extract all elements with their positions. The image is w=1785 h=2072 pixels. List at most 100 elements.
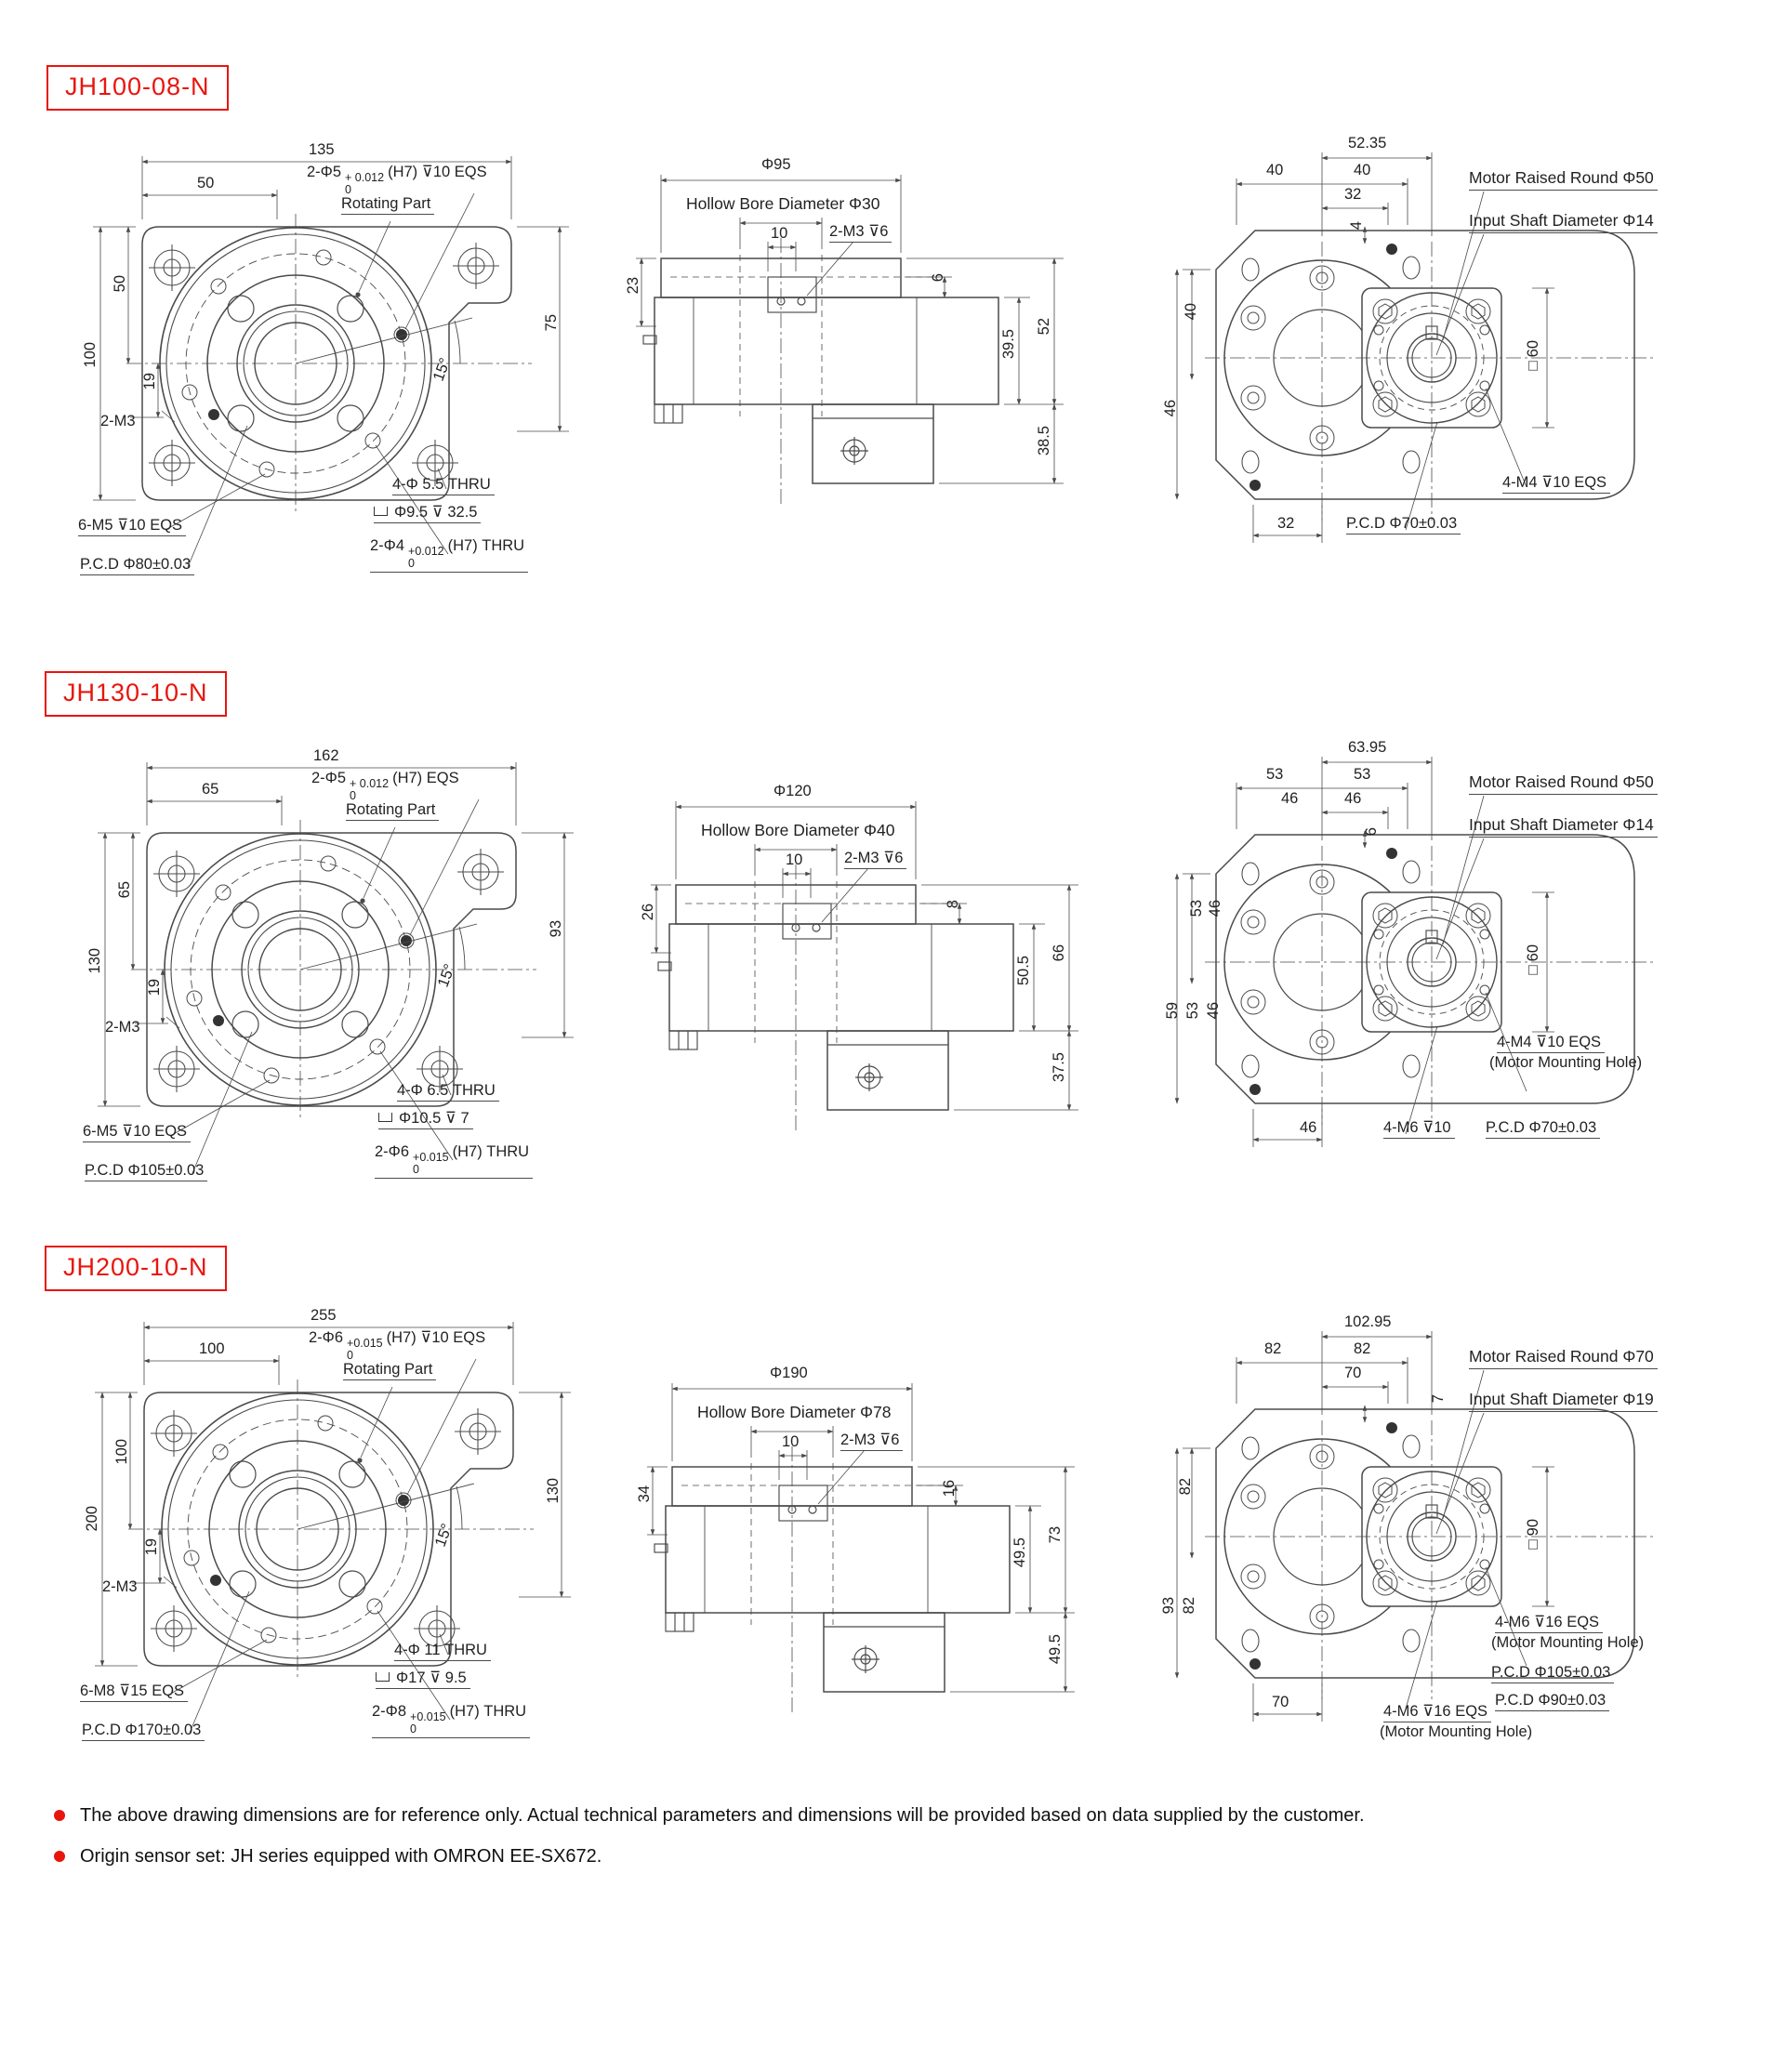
counterbore-icon <box>374 507 388 516</box>
dim-width-right: 40 <box>1354 162 1371 178</box>
dim-total-width: 63.95 <box>1348 739 1387 756</box>
hollow-bore-label: Hollow Bore Diameter Φ30 <box>686 194 880 213</box>
pin-size: 2-Φ6 <box>309 1329 344 1346</box>
input-shaft-note: Input Shaft Diameter Φ14 <box>1469 815 1658 838</box>
dim-10: 10 <box>782 1433 800 1450</box>
pin2-size: 2-Φ8 <box>372 1703 407 1720</box>
counterbore-text: Φ17 ⊽ 9.5 <box>396 1669 467 1686</box>
pcd-note-1: P.C.D Φ105±0.03 <box>1491 1664 1615 1684</box>
dim-offset: 19 <box>143 1538 160 1556</box>
dim-left-2: 46 <box>1162 400 1179 417</box>
tol2-lower: 0 <box>410 1722 416 1736</box>
dim-bottom-height: 38.5 <box>1036 426 1052 456</box>
dim-step: 6 <box>930 273 946 283</box>
dim-bottom-height: 37.5 <box>1051 1052 1067 1083</box>
dim-left-height: 23 <box>625 277 641 295</box>
pcd-note: P.C.D Φ70±0.03 <box>1346 515 1461 535</box>
bottom-tap-note: 4-M6 ⊽10 <box>1383 1119 1455 1140</box>
model-title-3: JH200-10-N <box>45 1246 227 1291</box>
dim-left-height: 34 <box>636 1485 653 1503</box>
back-view-jh100: 52.35 40 40 32 4 Motor Raised Round Φ50 … <box>1162 130 1776 576</box>
bullet-icon <box>54 1810 65 1821</box>
dim-outer-dia: Φ95 <box>761 156 791 173</box>
back-view-drawing <box>1162 1309 1776 1755</box>
pin2-fit: (H7) THRU <box>447 537 525 554</box>
dim-square: □60 <box>1525 944 1541 979</box>
dim-step: 16 <box>941 1480 958 1498</box>
dim-half-width: 50 <box>197 175 215 191</box>
tap-label: 2-M3 <box>105 1019 140 1036</box>
dim-left-1: 40 <box>1183 303 1199 321</box>
dim-total-height: 66 <box>1051 944 1067 962</box>
dim-width-right: 82 <box>1354 1340 1371 1357</box>
pcd-note-2: P.C.D Φ90±0.03 <box>1495 1692 1610 1712</box>
counterbore-note: Φ17 ⊽ 9.5 <box>376 1669 470 1690</box>
tap-label: 2-M3 <box>102 1578 138 1595</box>
motor-round-note: Motor Raised Round Φ50 <box>1469 168 1658 191</box>
pin-fit: (H7) ⊽10 EQS <box>386 1329 486 1346</box>
dim-edge-offset: 7 <box>1430 1394 1447 1404</box>
footnote-1-text: The above drawing dimensions are for ref… <box>80 1805 1365 1826</box>
tol-upper: + 0.012 <box>345 171 385 184</box>
dim-width-inner: 70 <box>1344 1365 1362 1381</box>
mount-note: 4-M6 ⊽16 EQS <box>1495 1614 1604 1634</box>
dim-right-height: 130 <box>545 1478 562 1504</box>
mount-note-sub: (Motor Mounting Hole) <box>1489 1054 1643 1071</box>
dim-width-inner-right: 46 <box>1344 790 1362 807</box>
dim-width-inner: 32 <box>1344 186 1362 203</box>
dim-left-5: 46 <box>1205 1002 1222 1020</box>
dim-left-1: 82 <box>1177 1478 1194 1496</box>
dim-square: □90 <box>1525 1519 1541 1553</box>
pcd-note: P.C.D Φ70±0.03 <box>1486 1119 1601 1140</box>
dim-right-height: 93 <box>548 920 564 938</box>
rotating-part-label: Rotating Part <box>346 801 440 822</box>
dim-outer-dia: Φ190 <box>770 1365 808 1381</box>
tol-lower: 0 <box>350 789 356 803</box>
counterbore-note: Φ10.5 ⊽ 7 <box>378 1110 473 1130</box>
thru-hole-note: 4-Φ 6.5 THRU <box>397 1082 499 1102</box>
model-title-2: JH130-10-N <box>45 671 227 717</box>
hollow-bore-label: Hollow Bore Diameter Φ40 <box>701 821 895 839</box>
pin-size: 2-Φ5 <box>311 770 347 786</box>
thru-hole-note: 4-Φ 11 THRU <box>394 1642 491 1662</box>
dim-total-width: 135 <box>309 141 335 158</box>
dim-outer-dia: Φ120 <box>774 783 812 799</box>
dim-total-height: 130 <box>86 948 103 974</box>
dim-half-height: 50 <box>112 275 128 293</box>
bullet-icon <box>54 1851 65 1862</box>
side-tap-note: 2-M3 ⊽6 <box>829 223 892 244</box>
dim-body-height: 39.5 <box>1000 329 1017 360</box>
dim-width-inner-left: 46 <box>1281 790 1299 807</box>
hollow-bore-label: Hollow Bore Diameter Φ78 <box>697 1403 892 1421</box>
counterbore-text: Φ9.5 ⊽ 32.5 <box>394 504 478 521</box>
dim-bottom-height: 49.5 <box>1047 1634 1064 1665</box>
dim-edge-offset: 6 <box>1363 827 1380 837</box>
dim-total-height: 52 <box>1036 318 1052 336</box>
dim-bottom-width: 32 <box>1277 515 1295 532</box>
dim-offset: 19 <box>141 373 158 390</box>
dim-left-2: 93 <box>1160 1597 1177 1615</box>
pin2-size: 2-Φ4 <box>370 537 405 554</box>
input-shaft-note: Input Shaft Diameter Φ19 <box>1469 1390 1658 1412</box>
dim-total-height: 200 <box>84 1506 100 1532</box>
dim-step: 8 <box>945 900 961 909</box>
side-tap-note: 2-M3 ⊽6 <box>840 1432 904 1452</box>
back-view-drawing <box>1162 734 1776 1181</box>
bolt-pattern-note: 6-M5 ⊽10 EQS <box>83 1123 192 1143</box>
motor-round-note: Motor Raised Round Φ70 <box>1469 1347 1658 1369</box>
mount-note-sub: (Motor Mounting Hole) <box>1491 1634 1645 1651</box>
dim-edge-offset: 4 <box>1348 221 1365 231</box>
tol2-lower: 0 <box>413 1163 419 1177</box>
dim-right-height: 75 <box>543 314 560 332</box>
mount-note: 4-M4 ⊽10 EQS <box>1497 1034 1606 1054</box>
pcd-note: P.C.D Φ105±0.03 <box>85 1162 208 1182</box>
pin-fit: (H7) EQS <box>392 770 459 786</box>
counterbore-icon <box>378 1113 392 1122</box>
